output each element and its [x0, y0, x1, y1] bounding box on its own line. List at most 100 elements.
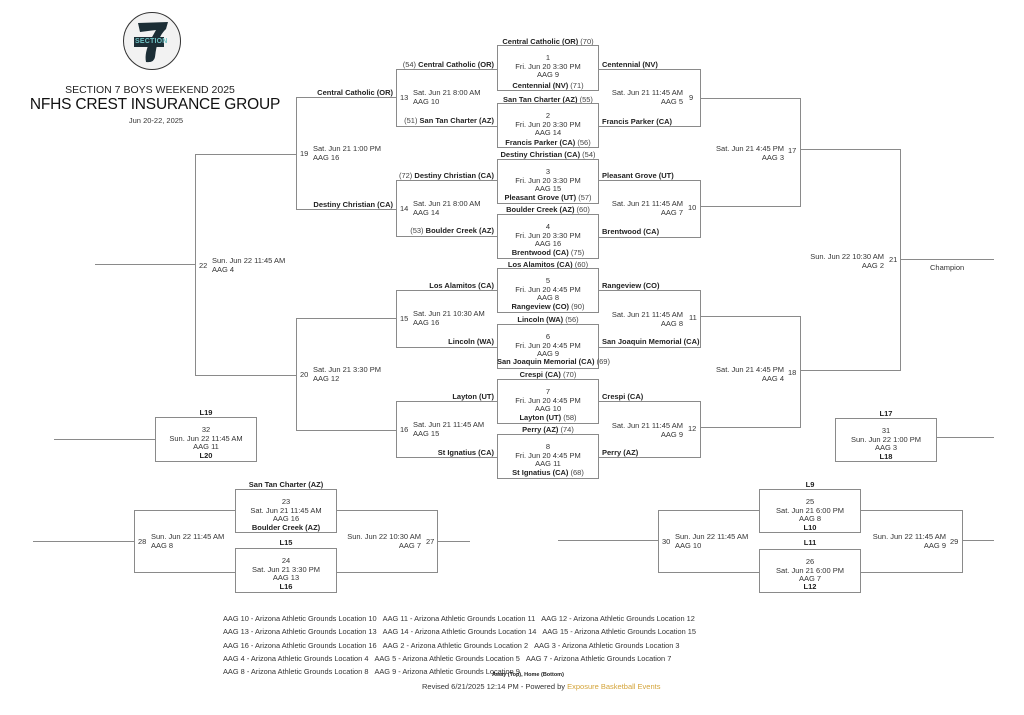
game-17-number: 17 — [788, 146, 797, 155]
game-4-away-team[interactable]: Boulder Creek (AZ) (60) — [506, 205, 590, 214]
game-19-top-team[interactable]: Central Catholic (OR) — [317, 88, 393, 97]
game-11-bottom-team[interactable]: San Joaquin Memorial (CA) — [602, 337, 700, 346]
game-number: 3 — [545, 167, 551, 176]
game-31-away: L17 — [879, 409, 893, 418]
bracket-line — [195, 154, 196, 376]
game-time: Fri. Jun 20 3:30 PM — [515, 175, 581, 185]
bracket-line — [598, 457, 700, 458]
game-28-number: 28 — [138, 537, 147, 546]
game-9-bottom-team[interactable]: Francis Parker (CA) — [602, 117, 673, 126]
game-24-away: L15 — [279, 538, 293, 547]
logo-text: SECTION — [135, 38, 168, 45]
bracket-line — [396, 347, 497, 348]
bracket-line — [598, 69, 700, 70]
bracket-line — [54, 439, 155, 440]
game-12-bottom-team[interactable]: Perry (AZ) — [602, 448, 639, 457]
game-13-number: 13 — [400, 93, 409, 102]
bracket-line — [598, 237, 700, 238]
bracket-line — [658, 572, 759, 573]
bracket-line — [296, 318, 396, 319]
bracket-line — [700, 427, 800, 428]
game-10-top-team[interactable]: Pleasant Grove (UT) — [602, 171, 674, 180]
game-6-away-team[interactable]: Lincoln (WA) (56) — [517, 315, 579, 324]
bracket-line — [396, 457, 497, 458]
bracket-line — [396, 69, 397, 127]
bracket-line — [396, 290, 497, 291]
game-12-top-team[interactable]: Crespi (CA) — [602, 392, 644, 401]
powered-by-link[interactable]: Exposure Basketball Events — [567, 682, 661, 691]
game-3-home-team[interactable]: Pleasant Grove (UT) (57) — [504, 193, 592, 202]
game-13-top-team[interactable]: (54) Central Catholic (OR) — [402, 60, 494, 69]
game-11-top-team[interactable]: Rangeview (CO) — [602, 281, 660, 290]
event-title: SECTION 7 BOYS WEEKEND 2025 — [65, 84, 235, 96]
game-10-bottom-team[interactable]: Brentwood (CA) — [602, 227, 660, 236]
bracket-line — [700, 290, 701, 348]
game-23-away: San Tan Charter (AZ) — [248, 480, 324, 489]
bracket-line — [396, 180, 397, 237]
game-6-home-team[interactable]: San Joaquin Memorial (CA) (69) — [497, 357, 610, 366]
bracket-line — [396, 180, 497, 181]
game-3-away-team[interactable]: Destiny Christian (CA) (54) — [500, 150, 596, 159]
game-number: 7 — [545, 387, 551, 396]
game-court: AAG 11 — [535, 459, 561, 469]
game-7-away-team[interactable]: Crespi (CA) (70) — [519, 370, 577, 379]
champion-label: Champion — [930, 263, 965, 272]
game-13-bottom-team[interactable]: (51) San Tan Charter (AZ) — [404, 116, 494, 125]
home-away-note: Away (Top), Home (Bottom) — [492, 672, 564, 678]
game-29-number: 29 — [950, 537, 959, 546]
game-24-home: L16 — [279, 582, 293, 591]
game-4-home-team[interactable]: Brentwood (CA) (75) — [511, 248, 585, 257]
bracket-line — [658, 510, 659, 573]
game-5-home-team[interactable]: Rangeview (CO) (90) — [511, 302, 585, 311]
game-14-top-team[interactable]: (72) Destiny Christian (CA) — [398, 171, 494, 180]
game-2-away-team[interactable]: San Tan Charter (AZ) (55) — [503, 95, 593, 104]
game-16-top-team[interactable]: Layton (UT) — [452, 392, 494, 401]
game-31-home: L18 — [879, 452, 893, 461]
game-5-away-team[interactable]: Los Alamitos (CA) (60) — [507, 260, 589, 269]
bracket-line — [396, 401, 397, 458]
game-2-home-team[interactable]: Francis Parker (CA) (56) — [505, 138, 591, 147]
game-19-bottom-team[interactable]: Destiny Christian (CA) — [313, 200, 393, 209]
game-number: 2 — [545, 111, 551, 120]
game-15-top-team[interactable]: Los Alamitos (CA) — [429, 281, 494, 290]
game-7-home-team[interactable]: Layton (UT) (58) — [519, 413, 577, 422]
bracket-line — [195, 154, 296, 155]
bracket-line — [962, 510, 963, 573]
bracket-line — [337, 510, 437, 511]
game-1-away-team[interactable]: Central Catholic (OR) (70) — [502, 37, 594, 46]
legend-row: AAG 8 - Arizona Athletic Grounds Locatio… — [223, 667, 520, 676]
game-16-bottom-team[interactable]: St Ignatius (CA) — [437, 448, 494, 457]
game-14-bottom-team[interactable]: (53) Boulder Creek (AZ) — [410, 226, 494, 235]
game-9-top-team[interactable]: Centennial (NV) — [602, 60, 658, 69]
game-9-number: 9 — [689, 93, 694, 102]
game-15-bottom-team[interactable]: Lincoln (WA) — [448, 337, 494, 346]
game-25-home: L10 — [803, 523, 817, 532]
game-time: Fri. Jun 20 3:30 PM — [515, 61, 581, 71]
game-8-home-team[interactable]: St Ignatius (CA) (68) — [512, 468, 584, 477]
bracket-line — [296, 97, 396, 98]
game-8-away-team[interactable]: Perry (AZ) (74) — [522, 425, 574, 434]
game-court: AAG 9 — [536, 349, 560, 359]
bracket-line — [296, 97, 297, 210]
game-23-home: Boulder Creek (AZ) — [251, 523, 321, 532]
game-1-home-team[interactable]: Centennial (NV) (71) — [512, 81, 584, 90]
revised-footer: Revised 6/21/2025 12:14 PM - Powered by … — [422, 682, 660, 691]
bracket-line — [296, 209, 396, 210]
game-25-away: L9 — [805, 480, 815, 489]
